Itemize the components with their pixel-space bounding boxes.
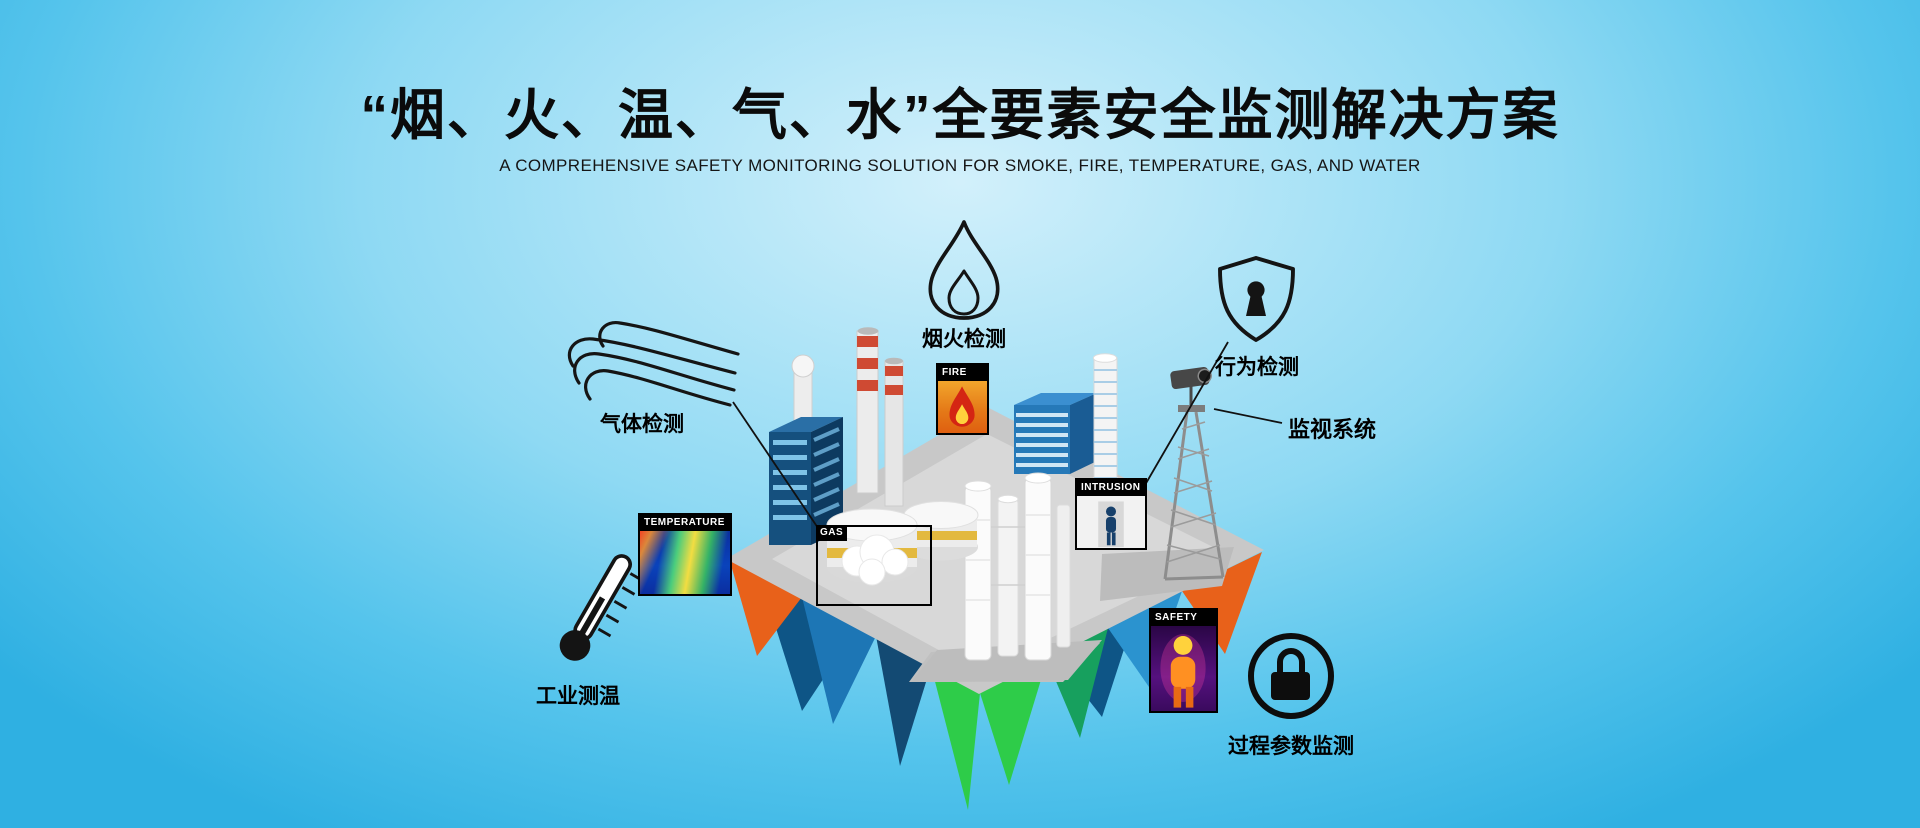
intrusion-tag: INTRUSION	[1077, 480, 1145, 496]
callout-temperature-label: 工业测温	[536, 685, 620, 708]
gas-tag: GAS	[816, 525, 848, 541]
intrusion-image	[1077, 496, 1145, 548]
page-subtitle: A COMPREHENSIVE SAFETY MONITORING SOLUTI…	[499, 156, 1421, 175]
connector-lines	[732, 341, 1283, 529]
page-title: “烟、火、温、气、水”全要素安全监测解决方案	[360, 84, 1560, 146]
callout-surveillance-label: 监视系统	[1288, 417, 1377, 442]
fire-tag: FIRE	[938, 365, 987, 381]
gas-smoke-puff	[841, 534, 909, 586]
thermal-image	[640, 531, 730, 594]
safety-tag: SAFETY	[1151, 610, 1216, 626]
fire-image	[938, 381, 987, 433]
callout-behavior-label: 行为检测	[1215, 356, 1299, 379]
callout-process-label: 过程参数监测	[1228, 735, 1354, 758]
gas-snapshot-box: GAS	[816, 525, 932, 606]
intrusion-snapshot-box: INTRUSION	[1075, 478, 1147, 550]
gas-waves-icon	[567, 320, 740, 407]
surveillance-camera-icon	[1170, 366, 1212, 405]
temperature-snapshot-box: TEMPERATURE	[638, 513, 732, 596]
lock-icon	[1248, 633, 1334, 719]
shield-keyhole-icon	[1218, 256, 1295, 342]
fire-snapshot-box: FIRE	[936, 363, 989, 435]
callout-gas-label: 气体检测	[600, 413, 684, 436]
flame-icon	[928, 220, 1000, 320]
safety-snapshot-box: SAFETY	[1149, 608, 1218, 713]
thermometer-icon	[559, 554, 644, 661]
temperature-tag: TEMPERATURE	[640, 515, 730, 531]
safety-thermal-image	[1151, 626, 1216, 711]
callout-smoke-fire-label: 烟火检测	[922, 328, 1006, 351]
lattice-tower	[1163, 405, 1225, 581]
